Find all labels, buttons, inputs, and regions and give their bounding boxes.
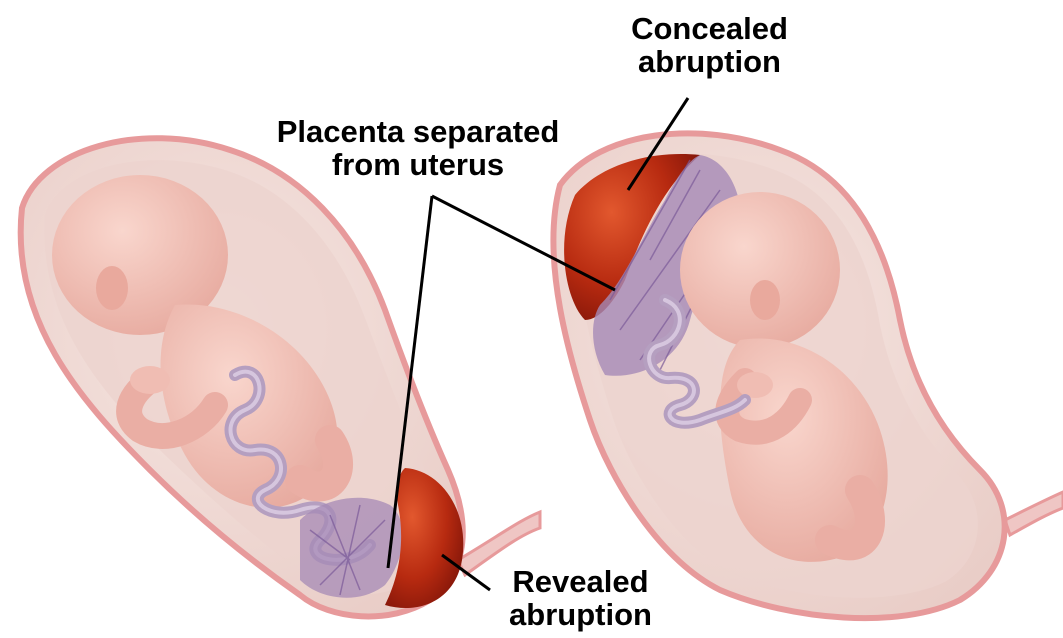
- right-fetus-ear: [750, 280, 780, 320]
- left-fetus-hand: [130, 366, 170, 394]
- placenta-label-line1: Placenta separated: [248, 115, 588, 148]
- right-vaginal-canal: [1005, 492, 1063, 535]
- placenta-separated-label: Placenta separated from uterus: [248, 115, 588, 181]
- right-fetus-head: [680, 192, 840, 348]
- left-fetus-ear: [96, 266, 128, 310]
- concealed-label-line2: abruption: [602, 45, 817, 78]
- revealed-abruption-label: Revealed abruption: [478, 565, 683, 631]
- revealed-label-line1: Revealed: [478, 565, 683, 598]
- right-uterus: [553, 133, 1063, 618]
- placenta-label-line2: from uterus: [248, 148, 588, 181]
- right-fetus-hand: [737, 372, 773, 398]
- revealed-label-line2: abruption: [478, 598, 683, 631]
- concealed-label-line1: Concealed: [602, 12, 817, 45]
- concealed-abruption-label: Concealed abruption: [602, 12, 817, 78]
